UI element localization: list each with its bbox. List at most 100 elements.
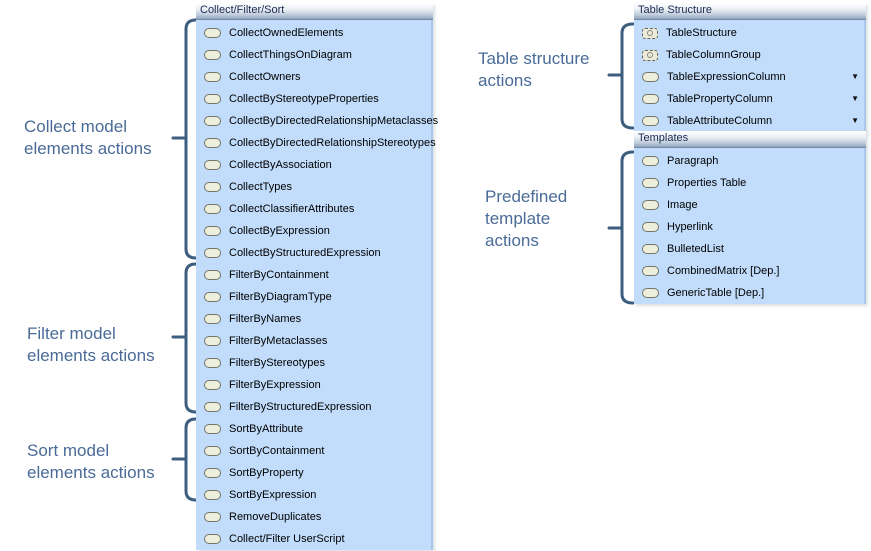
annotation-template-actions: Predefined template actions <box>485 187 568 250</box>
annotation-collect-actions: Collect model elements actions <box>24 117 152 158</box>
toolbox-item-label: FilterByStructuredExpression <box>229 401 372 413</box>
toolbox-item-label: FilterByContainment <box>229 269 329 281</box>
toolbox-item-label: Hyperlink <box>667 221 713 233</box>
toolbox-item-label: CollectByDirectedRelationshipStereotypes <box>229 137 436 149</box>
toolbox-item[interactable]: FilterByMetaclasses <box>196 330 433 352</box>
annotation-filter-actions: Filter model elements actions <box>27 324 155 365</box>
toolbox-item[interactable]: CollectTypes <box>196 176 433 198</box>
action-stadium-icon <box>204 424 221 434</box>
toolbox-item[interactable]: GenericTable [Dep.] <box>634 282 866 304</box>
toolbox-item-label: CollectClassifierAttributes <box>229 203 355 215</box>
action-stadium-icon <box>642 116 659 126</box>
annotation-table-actions: Table structure actions <box>478 49 590 90</box>
toolbox-item-label: Paragraph <box>667 155 719 167</box>
action-stadium-icon <box>204 446 221 456</box>
action-stadium-icon <box>204 292 221 302</box>
toolbox-item-label: CollectByAssociation <box>229 159 332 171</box>
toolbox-item[interactable]: TableStructure <box>634 22 866 44</box>
toolbox-item[interactable]: CollectOwners <box>196 66 433 88</box>
toolbox-item-label: SortByContainment <box>229 445 325 457</box>
toolbox-item-label: RemoveDuplicates <box>229 511 322 523</box>
toolbox-item-label: FilterByNames <box>229 313 302 325</box>
toolbox-item-label: BulletedList <box>667 243 724 255</box>
toolbox-item-label: CollectByStereotypeProperties <box>229 93 379 105</box>
table-group-bracket <box>607 22 635 130</box>
templates-panel-header[interactable]: Templates <box>634 131 866 148</box>
toolbox-item[interactable]: FilterByContainment <box>196 264 433 286</box>
toolbox-item[interactable]: CollectByStereotypeProperties <box>196 88 433 110</box>
toolbox-item[interactable]: SortByContainment <box>196 440 433 462</box>
toolbox-item-label: TableExpressionColumn <box>667 71 786 83</box>
action-stadium-icon <box>204 358 221 368</box>
toolbox-item[interactable]: FilterByDiagramType <box>196 286 433 308</box>
action-stadium-icon <box>204 50 221 60</box>
action-stadium-icon <box>204 490 221 500</box>
collect-filter-sort-panel-header[interactable]: Collect/Filter/Sort <box>196 3 433 20</box>
toolbox-item-label: FilterByDiagramType <box>229 291 332 303</box>
toolbox-item-label: SortByExpression <box>229 489 317 501</box>
toolbox-item[interactable]: Image <box>634 194 866 216</box>
toolbox-item-label: Image <box>667 199 698 211</box>
action-stadium-icon <box>204 270 221 280</box>
table-structure-panel: Table Structure TableStructure TableColu… <box>634 3 866 132</box>
action-stadium-icon <box>204 204 221 214</box>
sort-group-bracket <box>171 417 198 502</box>
toolbox-item-label: CombinedMatrix [Dep.] <box>667 265 780 277</box>
dropdown-arrow-icon[interactable]: ▼ <box>851 72 859 81</box>
dropdown-arrow-icon[interactable]: ▼ <box>851 94 859 103</box>
action-stadium-icon <box>642 178 659 188</box>
table-structure-panel-header[interactable]: Table Structure <box>634 3 866 20</box>
toolbox-item-label: TableStructure <box>666 27 737 39</box>
action-stadium-icon <box>204 248 221 258</box>
toolbox-item[interactable]: CollectByDirectedRelationshipStereotypes <box>196 132 436 154</box>
toolbox-item[interactable]: CollectThingsOnDiagram <box>196 44 433 66</box>
toolbox-item[interactable]: FilterByStereotypes <box>196 352 433 374</box>
table-structure-panel-body: TableStructure TableColumnGroup TableExp… <box>634 20 866 132</box>
toolbox-item-label: CollectByExpression <box>229 225 330 237</box>
collect-group-bracket <box>171 18 198 260</box>
toolbox-item[interactable]: CombinedMatrix [Dep.] <box>634 260 866 282</box>
toolbox-item[interactable]: CollectByDirectedRelationshipMetaclasses <box>196 110 438 132</box>
toolbox-item[interactable]: Hyperlink <box>634 216 866 238</box>
toolbox-item[interactable]: RemoveDuplicates <box>196 506 433 528</box>
toolbox-item[interactable]: FilterByStructuredExpression <box>196 396 433 418</box>
toolbox-item-label: Properties Table <box>667 177 747 189</box>
action-stadium-icon <box>642 266 659 276</box>
toolbox-item[interactable]: SortByExpression <box>196 484 433 506</box>
toolbox-item[interactable]: TableExpressionColumn ▼ <box>634 66 866 88</box>
action-stadium-icon <box>204 336 221 346</box>
toolbox-item-label: CollectOwners <box>229 71 301 83</box>
action-stadium-icon <box>204 160 221 170</box>
toolbox-item-label: FilterByExpression <box>229 379 321 391</box>
action-stadium-icon <box>642 72 659 82</box>
action-stadium-icon <box>204 468 221 478</box>
toolbox-item[interactable]: CollectClassifierAttributes <box>196 198 433 220</box>
collect-filter-sort-panel-body: CollectOwnedElements CollectThingsOnDiag… <box>196 20 438 550</box>
toolbox-item[interactable]: TablePropertyColumn▼ <box>634 88 866 110</box>
action-stadium-icon <box>642 200 659 210</box>
toolbox-item-label: CollectByStructuredExpression <box>229 247 381 259</box>
action-stadium-icon <box>204 72 221 82</box>
toolbox-item-label: CollectByDirectedRelationshipMetaclasses <box>229 115 439 127</box>
toolbox-item[interactable]: Collect/Filter UserScript <box>196 528 433 550</box>
toolbox-item[interactable]: FilterByNames <box>196 308 433 330</box>
toolbox-item[interactable]: SortByAttribute <box>196 418 433 440</box>
toolbox-item[interactable]: Properties Table <box>634 172 866 194</box>
toolbox-item[interactable]: CollectByStructuredExpression <box>196 242 433 264</box>
toolbox-item[interactable]: CollectByAssociation <box>196 154 433 176</box>
toolbox-item[interactable]: TableColumnGroup <box>634 44 866 66</box>
action-stadium-icon <box>642 94 659 104</box>
dropdown-arrow-icon[interactable]: ▼ <box>851 116 859 125</box>
action-stadium-icon <box>642 222 659 232</box>
toolbox-item[interactable]: TableAttributeColumn▼ <box>634 110 866 132</box>
toolbox-item[interactable]: Paragraph <box>634 150 866 172</box>
group-dashed-icon <box>642 27 658 39</box>
toolbox-item[interactable]: BulletedList <box>634 238 866 260</box>
toolbox-item[interactable]: SortByProperty <box>196 462 433 484</box>
toolbox-item[interactable]: FilterByExpression <box>196 374 433 396</box>
toolbox-item[interactable]: CollectOwnedElements <box>196 22 433 44</box>
toolbox-item-label: SortByAttribute <box>229 423 303 435</box>
toolbox-item[interactable]: CollectByExpression <box>196 220 433 242</box>
toolbox-item-label: SortByProperty <box>229 467 304 479</box>
